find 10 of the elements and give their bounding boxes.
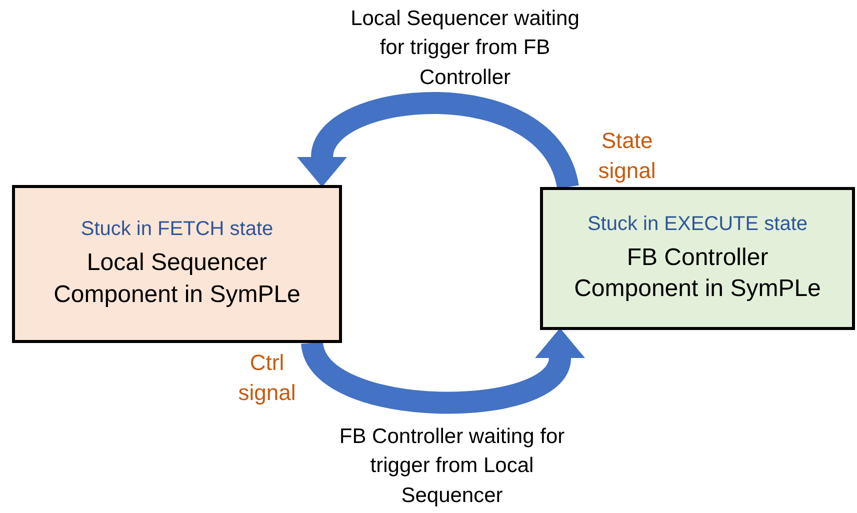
component-box xyxy=(12,185,342,343)
edge-label: Ctrl signal xyxy=(237,349,297,407)
description-text: FB Controller waiting for trigger from Local Sequencer xyxy=(338,424,566,509)
component-box xyxy=(540,187,855,330)
state-label: Stuck in EXECUTE state xyxy=(587,212,808,236)
component-name: FB Controller Component in SymPLe xyxy=(573,242,822,304)
component-name: Local Sequencer Component in SymPLe xyxy=(52,248,302,310)
edge-label: State signal xyxy=(597,127,657,185)
state-label: Stuck in FETCH state xyxy=(80,218,274,242)
description-text: Local Sequencer waiting for trigger from FB Controller xyxy=(350,6,580,91)
